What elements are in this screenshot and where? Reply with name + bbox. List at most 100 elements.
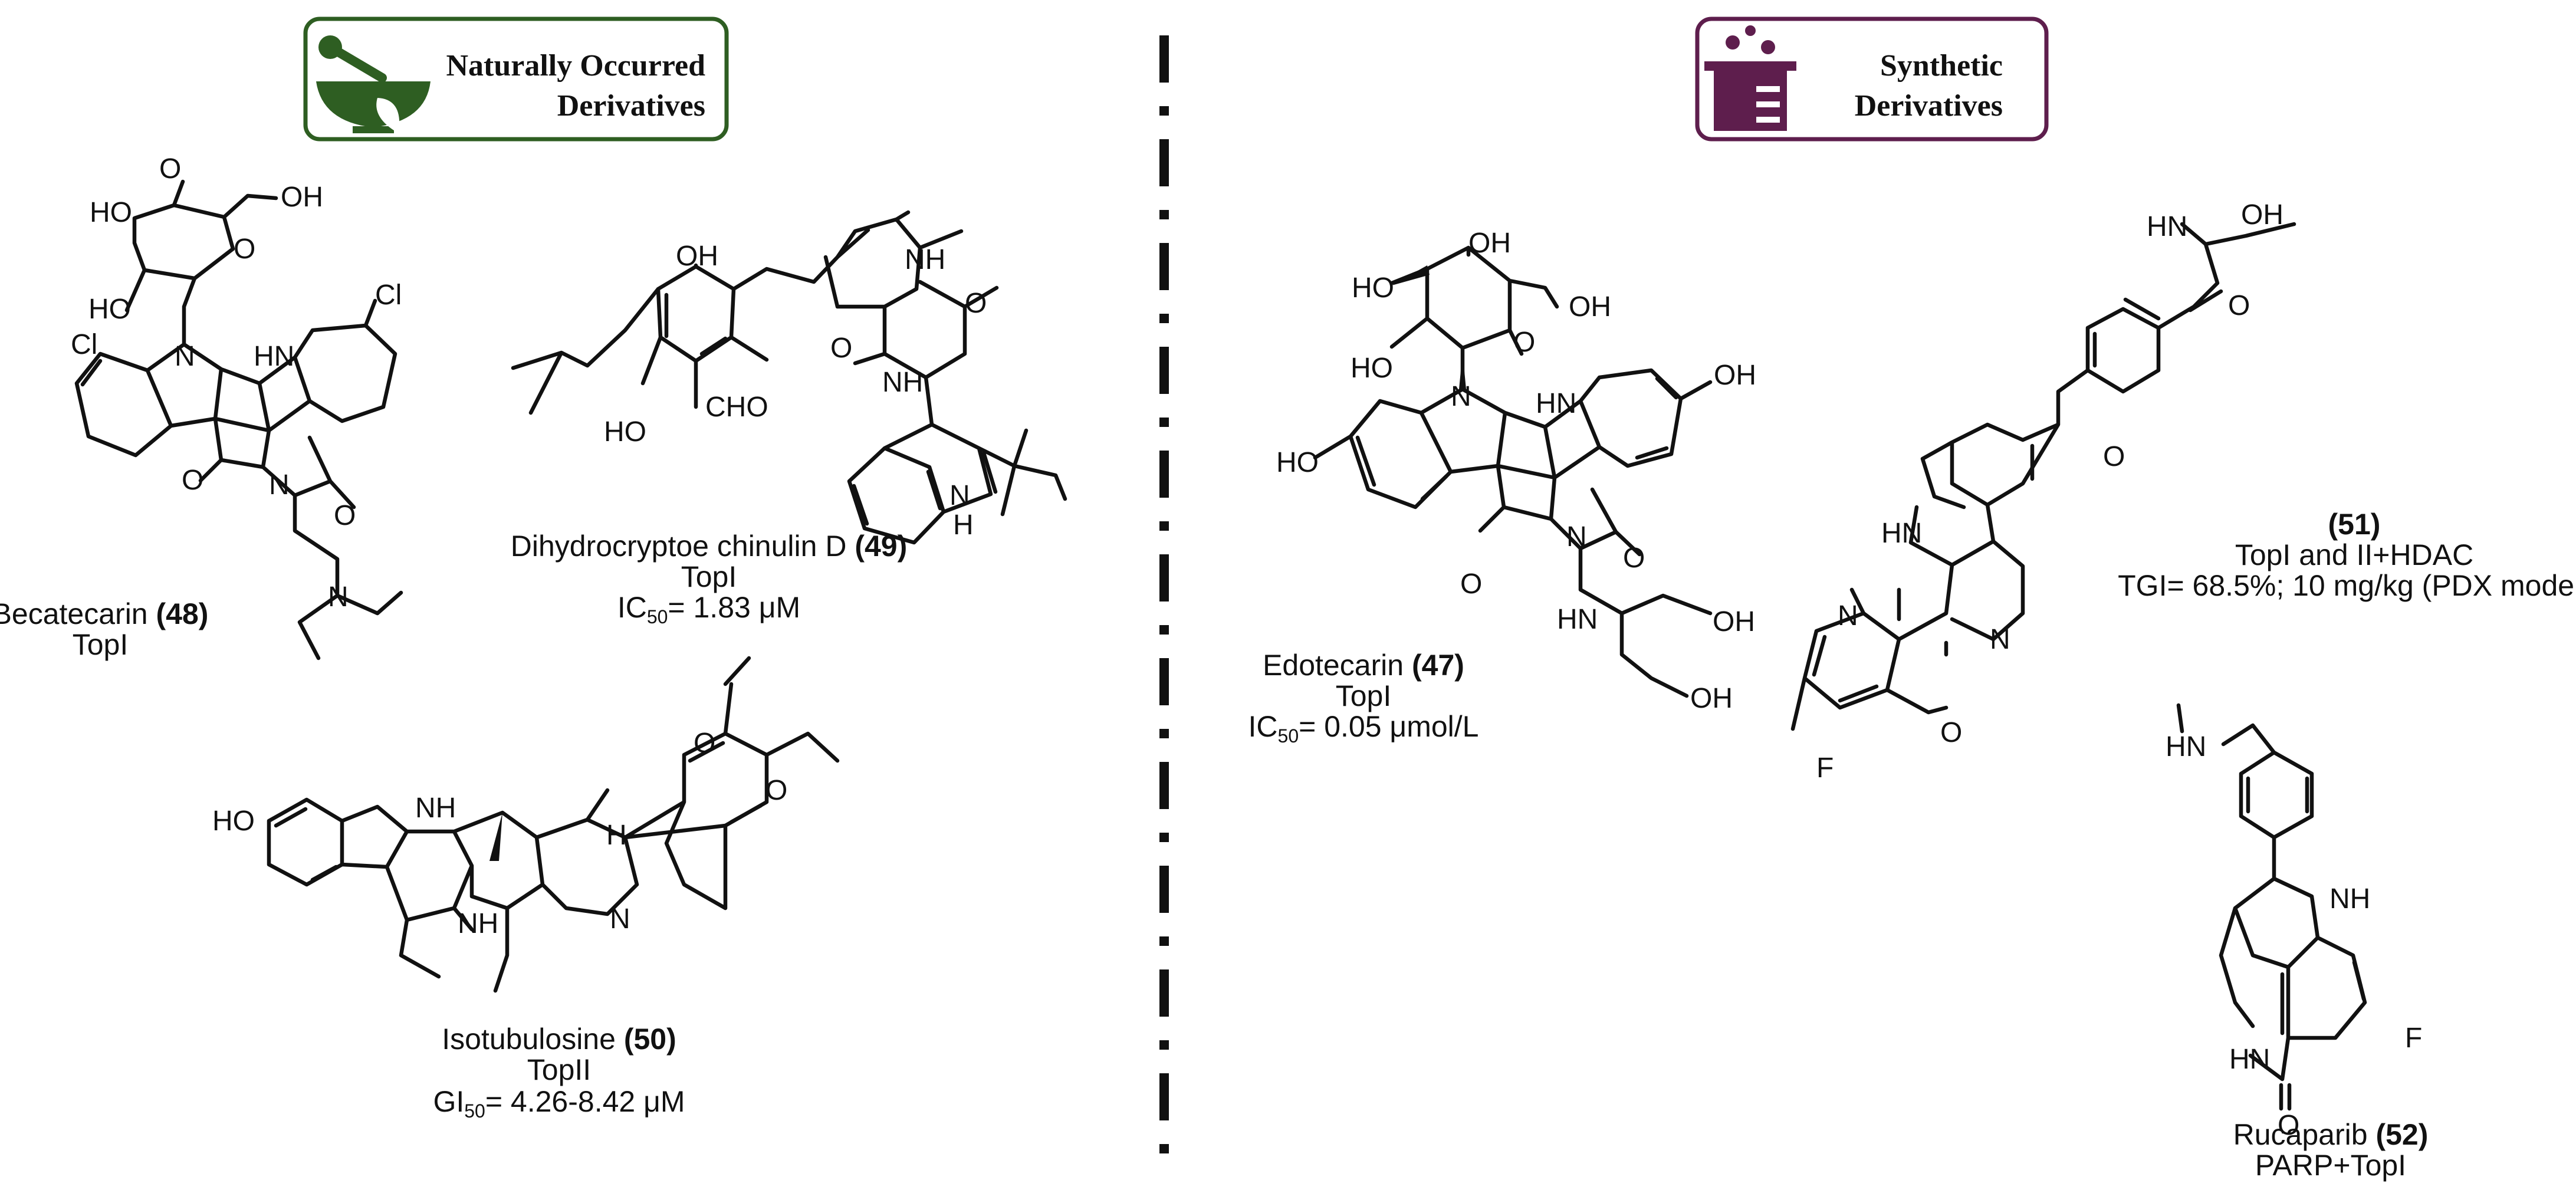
atom-49-ho: HO (604, 416, 646, 448)
atom-50-nh-1: NH (415, 793, 456, 824)
atom-50-nh-2: NH (458, 908, 498, 939)
atom-50-h: H (606, 820, 627, 851)
atom-51-hn: HN (2147, 211, 2187, 242)
atom-51-n-2: N (1990, 624, 2010, 655)
label-48-name-text: Becatecarin (0, 597, 156, 630)
structure-52 (2176, 703, 2367, 1111)
label-48-number: (48) (156, 597, 209, 630)
atom-47-o-1: O (1460, 568, 1482, 600)
label-51-number: (51) (2328, 508, 2381, 541)
atom-49-oh: OH (676, 241, 718, 272)
atom-52-hn-2: HN (2229, 1044, 2270, 1075)
atom-50-o-1: O (694, 728, 715, 759)
label-52-name-text: Rucaparib (2233, 1118, 2376, 1151)
atom-47-oh-2: OH (1569, 291, 1611, 323)
atom-49-nh-2: NH (882, 367, 923, 398)
label-51-activity: TGI= 68.5%; 10 mg/kg (PDX model) (2118, 569, 2576, 602)
atom-51-oh: OH (2241, 199, 2283, 231)
atom-47-hn-2: HN (1557, 604, 1598, 635)
atom-51-n-1: N (1838, 600, 1858, 632)
atom-48-n-indole: N (175, 341, 195, 372)
mortar-leaf-icon (316, 35, 448, 136)
label-52-number: (52) (2375, 1118, 2428, 1151)
label-50-name: Isotubulosine (50) (442, 1023, 676, 1056)
atom-49-h: H (953, 510, 974, 541)
label-52-name: Rucaparib (52) (2233, 1118, 2429, 1151)
structure-48 (74, 179, 403, 660)
label-47-name: Edotecarin (47) (1263, 649, 1464, 682)
label-49-number: (49) (855, 530, 907, 563)
atom-52-nh: NH (2329, 883, 2370, 915)
label-47-activity: IC50= 0.05 μmol/L (1248, 710, 1479, 747)
label-51-number-line: (51) (2328, 508, 2381, 541)
label-49-name-text: Dihydrocryptoe chinulin D (511, 530, 855, 563)
section-divider (1159, 35, 1169, 1153)
label-50-target: TopII (527, 1053, 591, 1086)
atom-48-n-imide: N (269, 469, 290, 501)
atom-48-methoxy-o: O (159, 153, 181, 185)
atom-48-ring-o: O (234, 234, 255, 265)
atom-48-o-2: O (334, 500, 356, 531)
beaker-icon (1704, 25, 1796, 131)
label-47-target: TopI (1336, 679, 1392, 712)
natural-header-badge: Naturally Occurred Derivatives (303, 17, 729, 142)
atom-48-o-1: O (182, 465, 203, 496)
atom-49-o-1: O (965, 288, 987, 319)
synthetic-header-line2: Derivatives (1855, 89, 2003, 123)
atom-52-hn-1: HN (2166, 731, 2206, 762)
synthetic-header-line1: Synthetic (1880, 49, 2003, 83)
atom-51-o-carbonyl: O (2228, 290, 2250, 321)
atom-48-cl-2: Cl (375, 280, 402, 311)
label-49-name: Dihydrocryptoe chinulin D (49) (511, 530, 908, 563)
atom-47-o-2: O (1623, 543, 1645, 574)
atom-52-o: O (2278, 1110, 2299, 1141)
label-47-name-text: Edotecarin (1263, 649, 1412, 682)
label-49-activity: IC50= 1.83 μM (617, 591, 800, 627)
natural-header-line1: Naturally Occurred (446, 49, 705, 83)
atom-47-hn: HN (1536, 388, 1576, 419)
structure-51 (1790, 222, 2296, 731)
atom-50-o-2: O (765, 775, 787, 806)
atom-48-ho-2: HO (88, 294, 131, 325)
atom-47-oh-3: OH (1714, 360, 1756, 391)
atom-51-f: F (1816, 752, 1834, 784)
atom-47-n-imide: N (1566, 521, 1587, 553)
label-50-number: (50) (624, 1023, 676, 1056)
atom-51-o-lactam: O (1940, 717, 1962, 748)
atom-52-f: F (2405, 1023, 2422, 1054)
atom-47-n-indole: N (1451, 381, 1471, 412)
atom-51-hn-indole: HN (1881, 518, 1922, 549)
atom-47-ring-o: O (1513, 327, 1535, 358)
label-47-number: (47) (1412, 649, 1464, 682)
atom-49-cho: CHO (705, 392, 768, 423)
atom-48-oh: OH (281, 182, 323, 213)
structure-47 (1313, 245, 1713, 698)
label-48-target: TopI (73, 628, 129, 661)
structure-49 (511, 210, 1067, 545)
label-52-target: PARP+TopI (2255, 1149, 2406, 1182)
atom-50-ho: HO (212, 806, 255, 837)
atom-49-n-indole: N (949, 480, 970, 511)
atom-50-n: N (610, 903, 630, 935)
atom-47-ho-2: HO (1351, 353, 1393, 384)
synthetic-header-badge: Synthetic Derivatives (1695, 17, 2049, 142)
atom-47-oh-top: OH (1468, 228, 1511, 259)
atom-48-hn: HN (254, 341, 294, 372)
structure-50 (267, 656, 840, 993)
label-51-target: TopI and II+HDAC (2235, 538, 2473, 571)
label-48-name: Becatecarin (48) (0, 597, 208, 630)
atom-48-ho-1: HO (90, 197, 132, 228)
label-50-name-text: Isotubulosine (442, 1023, 624, 1056)
natural-header-line2: Derivatives (557, 89, 705, 123)
atom-47-ho-1: HO (1352, 272, 1394, 304)
atom-48-cl-1: Cl (71, 329, 97, 360)
atom-47-oh-5: OH (1690, 683, 1733, 714)
atom-49-nh-1: NH (905, 244, 945, 275)
atom-51-o-ether: O (2103, 441, 2125, 472)
label-50-activity: GI50= 4.26-8.42 μM (433, 1085, 685, 1122)
atom-48-n-amine: N (328, 581, 349, 613)
atom-47-oh-4: OH (1713, 606, 1755, 637)
atom-49-o-2: O (830, 333, 852, 364)
label-49-target: TopI (681, 560, 737, 593)
